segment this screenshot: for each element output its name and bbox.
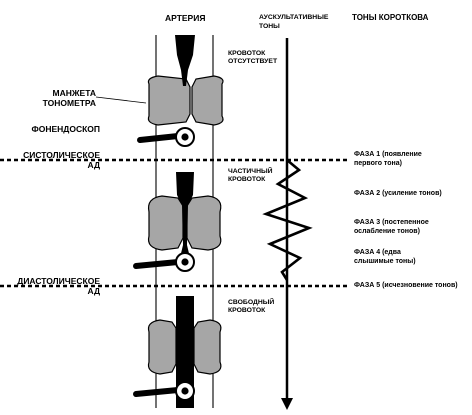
cuff-free [147, 319, 222, 375]
phase-1-line2: первого тона) [354, 159, 402, 167]
phase-5-title: ФАЗА 5 [354, 282, 381, 289]
flow-free-line1: СВОБОДНЫЙ [228, 299, 275, 306]
phase-3-line2: ослабление тонов) [354, 227, 420, 235]
systolic-label-line1: СИСТОЛИЧЕСКОЕ [23, 150, 100, 160]
flow-absent-line2: ОТСУТСТВУЕТ [228, 58, 278, 65]
phase-1-title: ФАЗА 1 [354, 151, 381, 158]
phase-4-title: ФАЗА 4 [354, 249, 381, 256]
flow-free-line2: КРОВОТОК [228, 307, 266, 314]
artery-occluded [175, 35, 195, 86]
header-auscultatory: АУСКУЛЬТАТИВНЫЕ ТОНЫ [259, 14, 328, 31]
flow-absent-line1: КРОВОТОК [228, 50, 266, 57]
phonendoscope-1 [137, 127, 195, 147]
flow-partial-line1: ЧАСТИЧНЫЙ [228, 168, 273, 175]
artery-open [176, 296, 194, 408]
flow-partial-label: ЧАСТИЧНЫЙ КРОВОТОК [228, 168, 273, 184]
phonendoscope-label: ФОНЕНДОСКОП [31, 124, 100, 134]
flow-free-label: СВОБОДНЫЙ КРОВОТОК [228, 299, 274, 315]
systolic-label-line2: АД [87, 160, 100, 170]
systolic-label: СИСТОЛИЧЕСКОЕ АД [23, 150, 100, 170]
header-artery: АРТЕРИЯ [165, 13, 206, 23]
header-korotkov: ТОНЫ КОРОТКОВА [352, 13, 429, 22]
diastolic-label-line2: АД [87, 286, 100, 296]
diastolic-label: ДИАСТОЛИЧЕСКОЕ АД [17, 276, 100, 296]
phase-1: ФАЗА 1 (появление первого тона) [354, 151, 422, 168]
phase-5-line1: (исчезновение тонов) [380, 282, 458, 289]
phase-3: ФАЗА 3 (постепенное ослабление тонов) [354, 219, 429, 236]
diastolic-label-line1: ДИАСТОЛИЧЕСКОЕ [17, 276, 100, 286]
phonendoscope-2 [133, 252, 195, 272]
phase-3-title: ФАЗА 3 [354, 219, 381, 226]
phase-2-line1: (усиление тонов) [380, 190, 442, 197]
phase-4-line2: слышимые тоны) [354, 257, 416, 265]
flow-absent-label: КРОВОТОК ОТСУТСТВУЕТ [228, 50, 277, 66]
sound-zigzag [262, 159, 313, 281]
phase-4: ФАЗА 4 (едва слышимые тоны) [354, 249, 416, 266]
cuff-partial [147, 195, 222, 251]
header-auscultatory-line2: ТОНЫ [259, 22, 280, 30]
phase-5: ФАЗА 5 (исчезновение тонов) [354, 282, 458, 291]
header-auscultatory-line1: АУСКУЛЬТАТИВНЫЕ [259, 14, 329, 21]
cuff-label-line2: ТОНОМЕТРА [42, 98, 96, 108]
cuff-compressed [147, 75, 224, 126]
phase-2: ФАЗА 2 (усиление тонов) [354, 190, 442, 199]
phase-4-line1: (едва [380, 249, 401, 256]
phase-3-line1: (постепенное [380, 219, 429, 226]
cuff-label-line1: МАНЖЕТА [52, 88, 96, 98]
cuff-label: МАНЖЕТА ТОНОМЕТРА [43, 88, 96, 108]
cuff-pointer-line [95, 96, 147, 104]
artery-partial [176, 172, 194, 262]
flow-partial-line2: КРОВОТОК [228, 176, 266, 183]
phase-1-line1: (появление [380, 151, 422, 158]
phonendoscope-3 [133, 381, 195, 401]
phase-2-title: ФАЗА 2 [354, 190, 381, 197]
timeline-arrow-head [281, 398, 293, 410]
